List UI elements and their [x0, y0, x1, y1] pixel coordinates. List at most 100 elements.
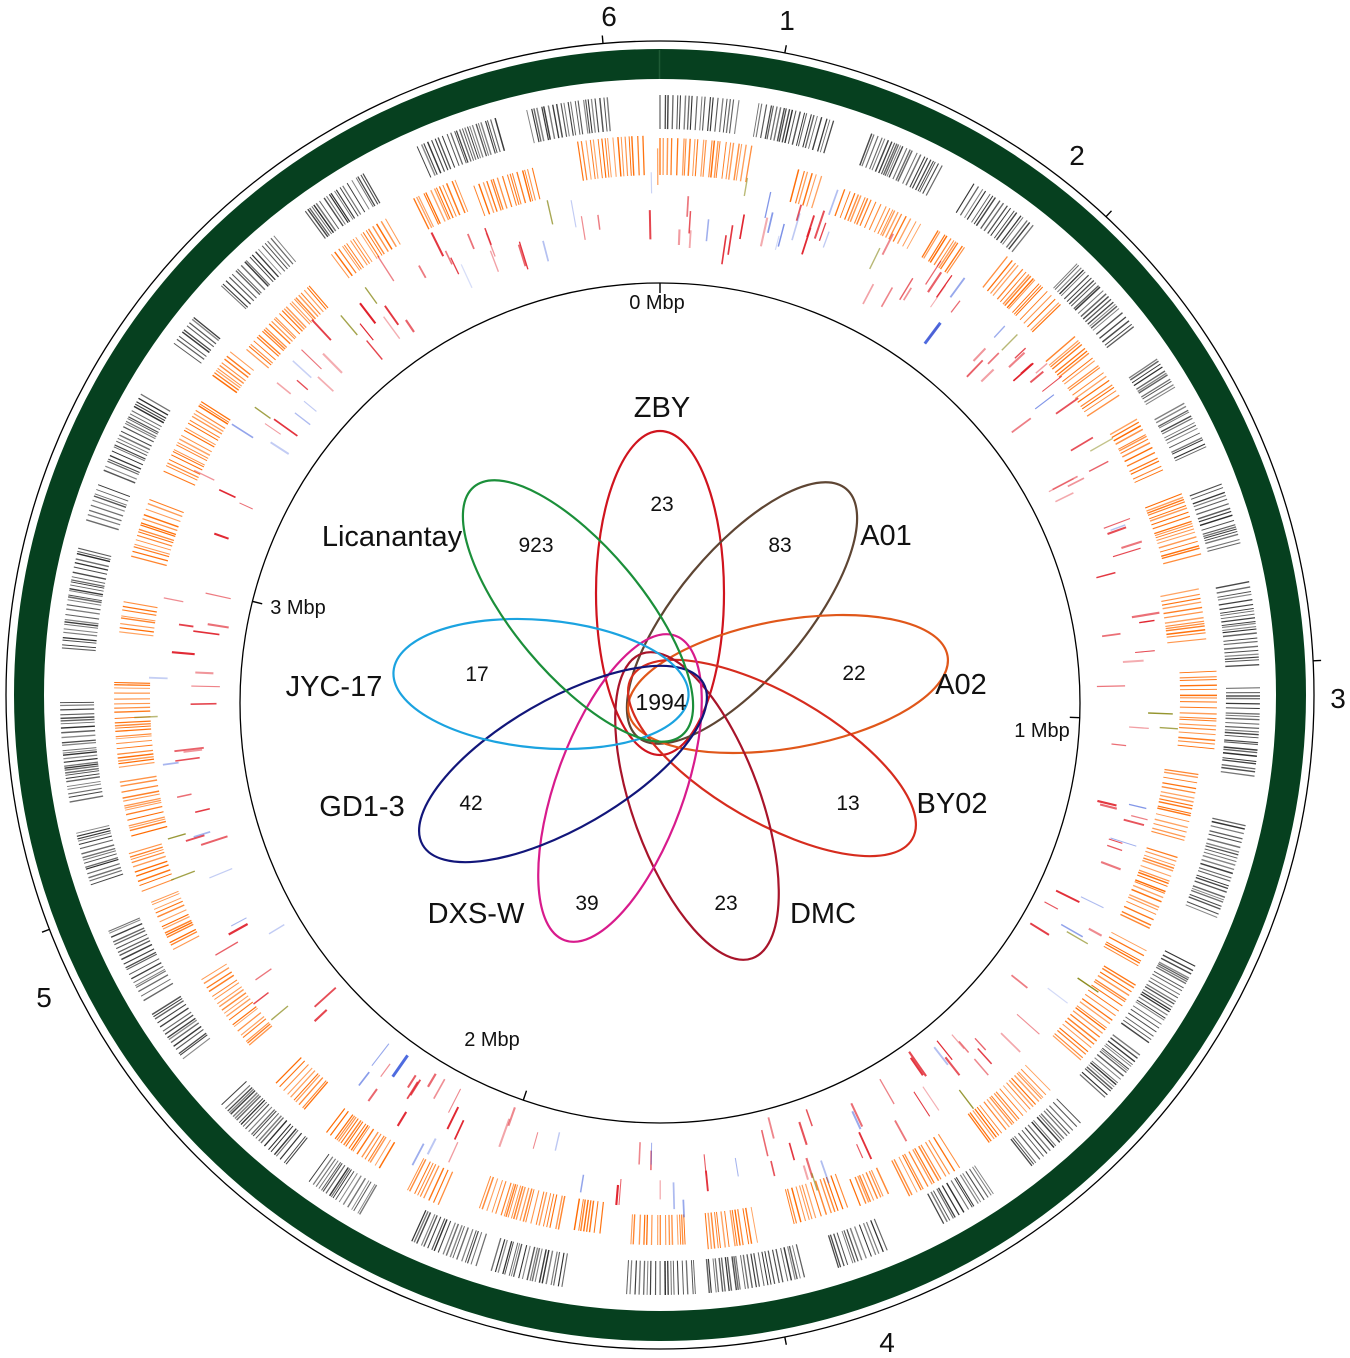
gene-mark [1178, 731, 1216, 736]
gene-mark [986, 1098, 1010, 1128]
feature-mark [1122, 659, 1144, 663]
feature-mark [902, 287, 913, 301]
gene-mark [512, 1186, 524, 1220]
gene-mark [1111, 931, 1147, 952]
cds-mark [109, 454, 142, 470]
gene-mark [933, 1136, 956, 1172]
cds-mark [140, 393, 171, 412]
gene-mark [1127, 896, 1159, 911]
scale-label-0: 0 Mbp [629, 292, 685, 314]
cds-mark [536, 107, 545, 142]
gene-mark [138, 531, 174, 544]
gene-mark [140, 524, 176, 537]
cds-mark [330, 1168, 351, 1198]
gene-mark [1178, 726, 1216, 731]
gene-mark [178, 438, 211, 456]
gene-mark [271, 320, 293, 342]
cds-mark [1218, 599, 1253, 606]
cds-mark [1038, 1114, 1063, 1141]
gene-mark [604, 138, 610, 178]
cds-mark [129, 413, 161, 431]
cds-mark [67, 599, 102, 606]
gene-mark [1165, 620, 1205, 627]
cds-mark [802, 114, 812, 148]
gene-mark [114, 720, 151, 724]
feature-mark [798, 1121, 808, 1146]
gene-mark [212, 979, 238, 997]
cds-mark [880, 142, 896, 175]
cds-mark [538, 1249, 547, 1283]
cds-mark [577, 100, 584, 135]
gene-mark [902, 221, 917, 247]
cds-mark [181, 331, 210, 354]
cds-mark [634, 1260, 637, 1295]
gene-mark [982, 256, 1008, 288]
cds-mark [62, 747, 97, 752]
cds-mark [1040, 1113, 1065, 1140]
cds-mark [993, 210, 1015, 239]
cds-mark [1208, 833, 1242, 843]
gene-mark [114, 681, 151, 684]
feature-mark [433, 1078, 446, 1100]
gene-mark [1059, 1027, 1089, 1053]
gene-mark [1015, 286, 1044, 317]
cds-mark [521, 1245, 531, 1280]
cds-mark [545, 1250, 554, 1285]
cds-mark [68, 594, 102, 602]
petal-gd1-3 [418, 664, 708, 864]
feature-mark [448, 1141, 459, 1163]
count-zby: 23 [650, 493, 673, 516]
cds-mark [93, 495, 127, 508]
cds-mark [1081, 1071, 1108, 1096]
gene-mark [135, 864, 169, 877]
cds-mark [92, 499, 125, 512]
gene-mark [573, 1198, 581, 1231]
feature-mark [760, 1129, 769, 1157]
gene-mark [679, 1214, 682, 1245]
cds-mark [134, 403, 166, 422]
cds-mark [1036, 1116, 1061, 1143]
cds-mark [63, 754, 98, 760]
cds-mark [582, 99, 589, 134]
gene-mark [1154, 522, 1193, 537]
gene-mark [670, 138, 673, 176]
cds-mark [787, 110, 797, 144]
gene-mark [671, 1214, 674, 1245]
feature-mark [597, 214, 601, 230]
gene-mark [486, 1178, 499, 1211]
gene-mark [830, 1175, 844, 1210]
gene-mark [250, 343, 274, 364]
gene-mark [118, 761, 155, 768]
gene-mark [481, 1176, 495, 1210]
cds-mark [464, 1230, 477, 1263]
feature-mark [879, 1078, 895, 1105]
cds-mark [1168, 432, 1201, 449]
gene-mark [1144, 854, 1176, 866]
gene-mark [501, 175, 513, 208]
gene-mark [374, 1139, 392, 1166]
feature-mark [987, 352, 1000, 365]
gene-mark [1002, 274, 1030, 305]
gene-mark [710, 140, 716, 178]
gene-mark [801, 1184, 813, 1220]
cds-mark [666, 95, 669, 130]
feature-mark [366, 340, 383, 360]
gene-mark [522, 1188, 533, 1222]
cds-mark [755, 103, 763, 138]
petal-jyc-17 [392, 617, 690, 751]
blue-mark [822, 231, 830, 248]
cds-mark [78, 547, 112, 558]
cds-mark [60, 716, 95, 720]
cds-mark [449, 1225, 463, 1258]
cds-mark [109, 919, 141, 934]
feature-mark [688, 230, 692, 249]
cds-mark [733, 1256, 740, 1290]
gene-mark [884, 211, 899, 238]
strain-label-gd1-3: GD1-3 [319, 791, 404, 823]
cds-mark [1157, 964, 1188, 983]
cds-mark [176, 338, 205, 360]
gene-mark [329, 1110, 349, 1136]
cds-mark [1066, 277, 1092, 302]
cds-mark [795, 1244, 806, 1278]
gene-mark [437, 1171, 454, 1206]
